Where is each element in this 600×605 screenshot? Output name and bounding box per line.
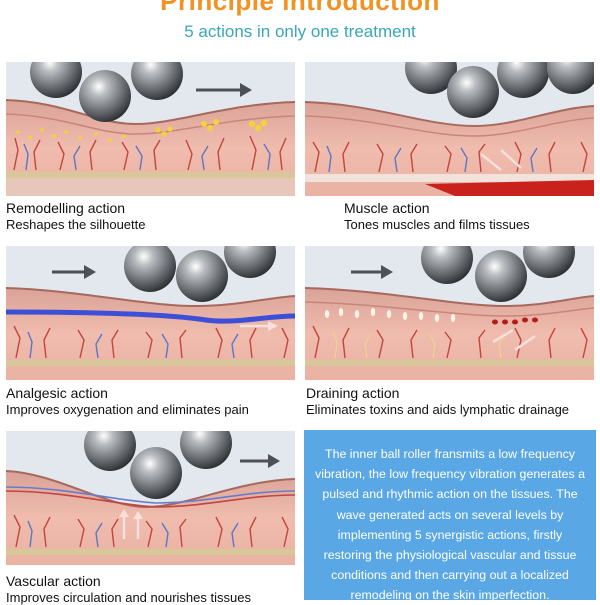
remodelling-description: Reshapes the silhouette: [6, 217, 146, 232]
analgesic-description: Improves oxygenation and eliminates pain: [6, 402, 249, 417]
page-subtitle: 5 actions in only one treatment: [184, 22, 416, 41]
vascular-description: Improves circulation and nourishes tissu…: [6, 590, 251, 605]
analgesic-title: Analgesic action: [6, 385, 108, 401]
info-box: The inner ball roller fransmits a low fr…: [304, 430, 596, 600]
remodelling-title: Remodelling action: [6, 200, 126, 216]
muscle-title: Muscle action: [344, 200, 430, 216]
vascular-title: Vascular action: [6, 573, 101, 589]
vascular-illustration: [6, 431, 295, 565]
draining-description: Eliminates toxins and aids lymphatic dra…: [306, 402, 570, 417]
muscle-description: Tones muscles and films tissues: [344, 217, 530, 232]
draining-illustration: [305, 246, 594, 380]
draining-title: Draining action: [306, 385, 400, 401]
remodelling-illustration: [6, 62, 295, 196]
page-title: Principle introduction: [160, 0, 440, 16]
muscle-illustration: [305, 62, 594, 196]
analgesic-illustration: [6, 246, 295, 380]
info-box-text: The inner ball roller fransmits a low fr…: [315, 447, 585, 600]
